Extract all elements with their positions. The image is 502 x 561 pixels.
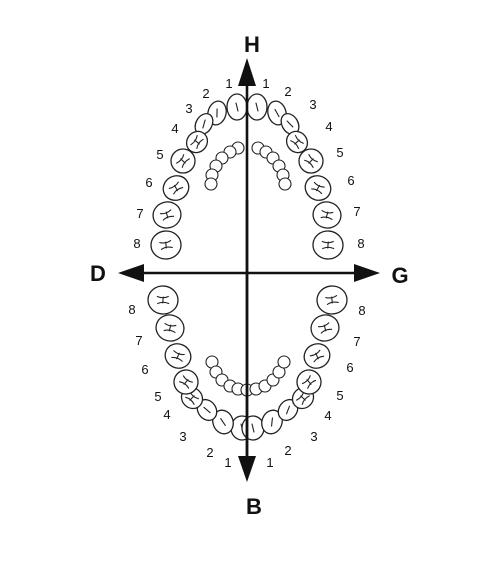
tooth-number-upper-right-7: 7 xyxy=(136,206,143,221)
lower-right-tooth xyxy=(147,285,179,315)
tooth-number-upper-left-8: 8 xyxy=(357,236,364,251)
lower-left-tooth xyxy=(241,415,265,441)
lower-left-tooth xyxy=(303,343,331,369)
inner-arch-circle xyxy=(277,355,291,369)
lower-right-tooth xyxy=(212,409,234,435)
tooth-number-upper-right-4: 4 xyxy=(171,121,178,136)
tooth-number-upper-right-8: 8 xyxy=(133,236,140,251)
lower-left-tooth xyxy=(296,369,322,395)
upper-right-tooth xyxy=(152,201,182,229)
axis-label-bottom: B xyxy=(246,494,262,519)
tooth-number-lower-right-4: 4 xyxy=(163,407,170,422)
lower-left-tooth xyxy=(316,285,348,315)
tooth-number-upper-left-2: 2 xyxy=(284,84,291,99)
inner-arch-circle xyxy=(204,177,218,191)
upper-left-tooth xyxy=(298,148,324,174)
upper-arch xyxy=(150,93,344,260)
tooth-number-upper-right-1: 1 xyxy=(225,76,232,91)
lower-left-tooth xyxy=(261,409,283,435)
lower-arch xyxy=(147,285,348,441)
lower-right-tooth xyxy=(164,343,192,369)
tooth-number-lower-right-2: 2 xyxy=(206,445,213,460)
inner-arches xyxy=(204,141,292,397)
arrow-right xyxy=(354,264,380,282)
tooth-number-lower-left-3: 3 xyxy=(310,429,317,444)
upper-right-tooth xyxy=(150,230,182,260)
tooth-number-lower-left-5: 5 xyxy=(336,388,343,403)
upper-left-tooth xyxy=(304,175,332,201)
arrow-left xyxy=(118,264,144,282)
tooth-number-upper-left-7: 7 xyxy=(353,204,360,219)
axis-label-top: H xyxy=(244,32,260,57)
tooth-number-lower-left-4: 4 xyxy=(324,408,331,423)
tooth-number-upper-left-3: 3 xyxy=(309,97,316,112)
tooth-number-lower-right-3: 3 xyxy=(179,429,186,444)
lower-right-tooth xyxy=(155,314,185,342)
tooth-number-lower-left-1: 1 xyxy=(266,455,273,470)
tooth-number-lower-left-7: 7 xyxy=(353,334,360,349)
tooth-number-upper-left-5: 5 xyxy=(336,145,343,160)
arrow-down xyxy=(238,456,256,482)
lower-right-tooth xyxy=(196,398,218,422)
axis-label-right: G xyxy=(391,263,408,288)
tooth-number-lower-left-6: 6 xyxy=(346,360,353,375)
axis-label-left: D xyxy=(90,261,106,286)
arrow-up xyxy=(238,58,256,86)
tooth-number-upper-right-2: 2 xyxy=(202,86,209,101)
lower-left-tooth xyxy=(310,314,340,342)
tooth-number-lower-right-1: 1 xyxy=(224,455,231,470)
tooth-number-lower-right-7: 7 xyxy=(135,333,142,348)
tooth-number-lower-right-6: 6 xyxy=(141,362,148,377)
tooth-number-upper-right-3: 3 xyxy=(185,101,192,116)
upper-left-tooth xyxy=(246,93,268,121)
upper-left-tooth xyxy=(312,201,342,229)
lower-right-tooth xyxy=(173,369,199,395)
tooth-number-upper-right-6: 6 xyxy=(145,175,152,190)
upper-right-tooth xyxy=(162,175,190,201)
tooth-number-upper-right-5: 5 xyxy=(156,147,163,162)
tooth-number-upper-left-6: 6 xyxy=(347,173,354,188)
inner-arch-circle xyxy=(278,177,292,191)
upper-left-tooth xyxy=(312,230,344,260)
tooth-number-lower-left-2: 2 xyxy=(284,443,291,458)
tooth-number-upper-left-1: 1 xyxy=(262,76,269,91)
upper-right-tooth xyxy=(170,148,196,174)
tooth-number-lower-left-8: 8 xyxy=(358,303,365,318)
upper-right-tooth xyxy=(226,93,248,121)
tooth-number-lower-right-8: 8 xyxy=(128,302,135,317)
tooth-number-upper-left-4: 4 xyxy=(325,119,332,134)
tooth-number-lower-right-5: 5 xyxy=(154,389,161,404)
